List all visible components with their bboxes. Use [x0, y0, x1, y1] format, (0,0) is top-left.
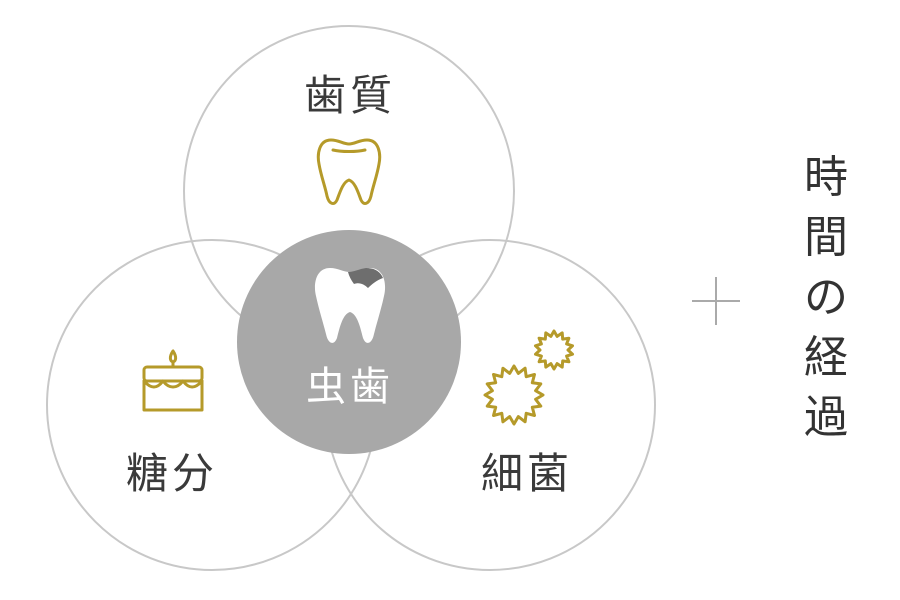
center-label-cavity: 虫歯 [306, 364, 394, 410]
plus-sign [692, 277, 740, 325]
center-overlap-circle [237, 230, 461, 454]
circle-label-enamel: 歯質 [304, 71, 396, 120]
bacteria-icon [483, 329, 574, 426]
bacteria-small [534, 329, 574, 371]
bacteria-large [483, 364, 545, 426]
circle-label-sugar: 糖分 [126, 449, 218, 498]
time-label-char: 過 [804, 392, 848, 443]
time-label-char: 間 [804, 212, 848, 263]
time-label-char: 経 [804, 332, 848, 383]
time-label-char: の [804, 272, 848, 323]
cake-icon [142, 349, 204, 412]
time-elapsed-label: 時 間 の 経 過 [804, 152, 848, 443]
time-label-char: 時 [804, 152, 848, 203]
decayed-tooth-icon [314, 268, 386, 343]
tooth-icon [316, 138, 382, 205]
circle-label-bacteria: 細菌 [481, 449, 573, 498]
